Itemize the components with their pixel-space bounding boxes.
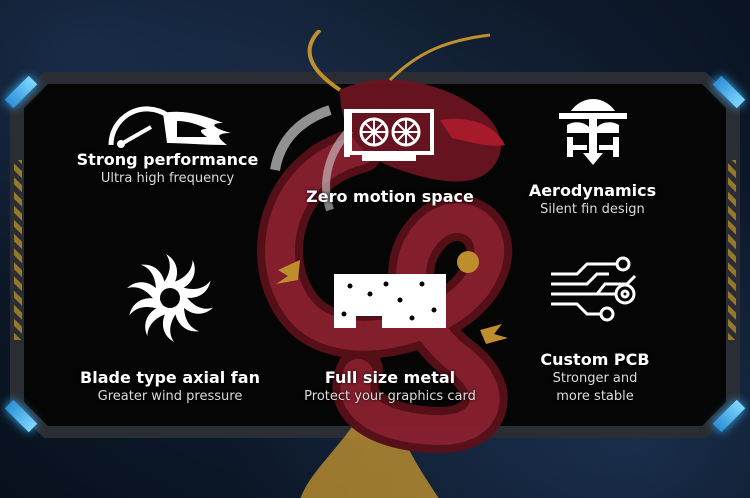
feature-subtitle: Protect your graphics card [304,389,476,404]
feature-title: Aerodynamics [528,181,657,200]
feature-strong-performance: Strong performance Ultra high frequency [70,105,265,188]
feature-subtitle: Ultra high frequency [100,171,235,186]
speedometer-flame-icon [107,106,231,148]
metal-backplate-icon [334,274,446,328]
circuit-pcb-icon [551,256,637,322]
hazard-stripe-right [728,160,736,340]
feature-blade-axial-fan: Blade type axial fan Greater wind pressu… [70,250,270,406]
feature-title: Full size metal [324,368,456,387]
feature-custom-pcb: Custom PCB Stronger and more stable [520,252,670,406]
feature-title: Custom PCB [540,350,650,369]
aerodynamics-icon [558,99,627,165]
feature-aerodynamics: Aerodynamics Silent fin design [515,95,670,219]
feature-title: Blade type axial fan [80,368,260,387]
feature-title: Strong performance [76,150,259,169]
axial-fan-icon [125,254,215,342]
feature-subtitle-line2: more stable [556,389,634,404]
feature-subtitle: Silent fin design [540,202,645,217]
feature-zero-motion-space: Zero motion space [290,105,490,207]
hazard-stripe-left [14,160,22,340]
feature-full-size-metal: Full size metal Protect your graphics ca… [290,270,490,406]
feature-subtitle: Greater wind pressure [97,389,243,404]
feature-subtitle: Stronger and [552,371,638,386]
graphics-card-icon [344,109,434,161]
feature-title: Zero motion space [306,187,474,206]
